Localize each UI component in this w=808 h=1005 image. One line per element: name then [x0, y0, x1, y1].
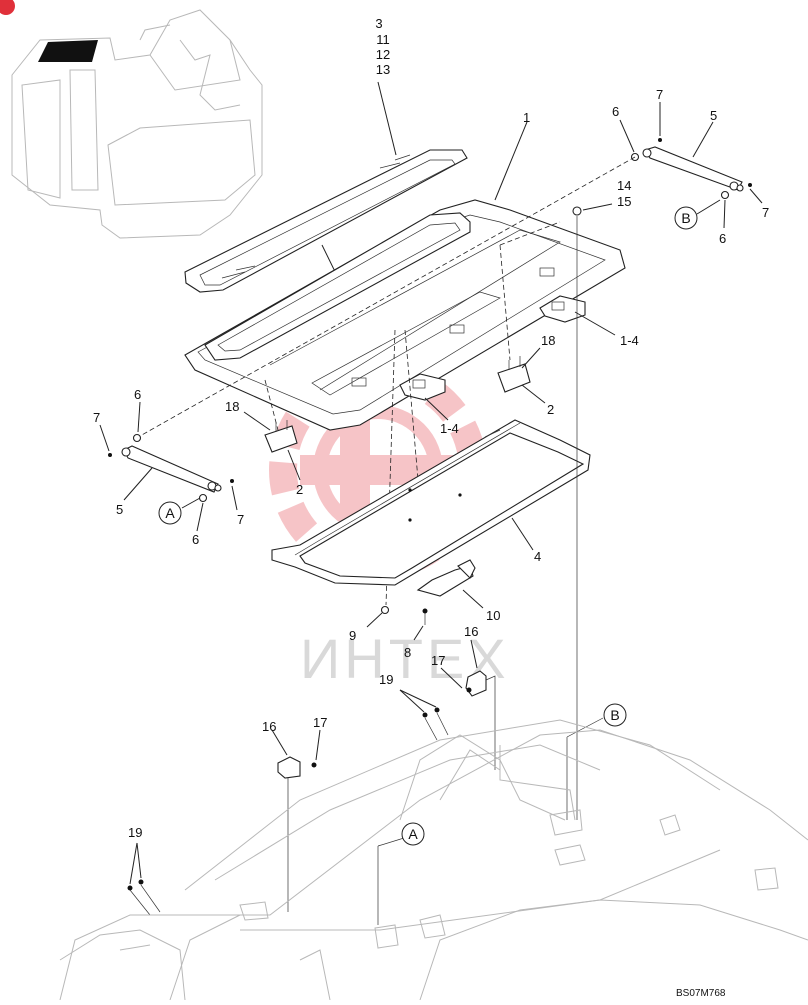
- label-17: 17: [431, 653, 445, 668]
- label-8: 8: [404, 645, 411, 660]
- svg-text:A: A: [408, 826, 418, 842]
- cab-body: [59, 719, 808, 1001]
- reference-marker-b-lower: B: [603, 703, 627, 727]
- label-7: 7: [93, 410, 100, 425]
- nut-9: [380, 605, 390, 615]
- label-16: 16: [464, 624, 478, 639]
- label-14: 14: [617, 178, 631, 193]
- sunroof-frame: [271, 419, 591, 586]
- reference-marker-a-lower: A: [401, 822, 425, 846]
- label-19: 19: [128, 825, 142, 840]
- label-7: 7: [237, 512, 244, 527]
- screws-19-lower: [127, 879, 144, 891]
- striker-block-left: [264, 420, 298, 453]
- label-2: 2: [547, 402, 554, 417]
- label-4: 4: [534, 549, 541, 564]
- label-6: 6: [192, 532, 199, 547]
- label-3: 3: [375, 16, 382, 31]
- label-9: 9: [349, 628, 356, 643]
- label-6: 6: [612, 104, 619, 119]
- label-16: 16: [262, 719, 276, 734]
- hinge-bracket-center: [399, 373, 446, 401]
- label-19: 19: [379, 672, 393, 687]
- label-15: 15: [617, 194, 631, 209]
- label-6: 6: [719, 231, 726, 246]
- bracket-16-lower: [277, 756, 317, 779]
- label-18: 18: [541, 333, 555, 348]
- label-1-4: 1-4: [440, 421, 459, 436]
- label-12: 12: [376, 47, 390, 62]
- label-2: 2: [296, 482, 303, 497]
- striker-block-right: [497, 356, 531, 393]
- label-7: 7: [762, 205, 769, 220]
- label-6: 6: [134, 387, 141, 402]
- bracket-16-upper: [465, 670, 487, 697]
- gas-spring-right: [642, 146, 744, 192]
- label-10: 10: [486, 608, 500, 623]
- screws-19-upper: [422, 707, 440, 718]
- part-labels: 3 11 12 13 1 6 7 5 7 6 14 15 1-4 18 2 1-…: [93, 16, 769, 840]
- bolt-14-15: [572, 206, 582, 216]
- label-11: 11: [376, 32, 390, 47]
- svg-text:A: A: [165, 505, 175, 521]
- label-13: 13: [376, 62, 390, 77]
- label-5: 5: [116, 502, 123, 517]
- roof-panel: [184, 199, 626, 431]
- drawing-code: BS07M768: [676, 988, 726, 999]
- bolt-8: [422, 608, 428, 625]
- fastener-washers: [108, 138, 752, 503]
- grab-handle: [416, 559, 476, 597]
- label-17: 17: [313, 715, 327, 730]
- reference-marker-b-top: B: [674, 206, 698, 230]
- label-7: 7: [656, 87, 663, 102]
- roof-glass: [184, 149, 468, 293]
- label-5: 5: [710, 108, 717, 123]
- label-18: 18: [225, 399, 239, 414]
- hinge-bracket-right: [539, 295, 586, 323]
- label-1: 1: [523, 110, 530, 125]
- label-1-4: 1-4: [620, 333, 639, 348]
- gas-spring-left: [121, 445, 222, 493]
- svg-text:B: B: [681, 210, 690, 226]
- reference-marker-a-left: A: [158, 501, 182, 525]
- cab-overview-thumbnail: [0, 0, 263, 239]
- svg-text:B: B: [610, 707, 619, 723]
